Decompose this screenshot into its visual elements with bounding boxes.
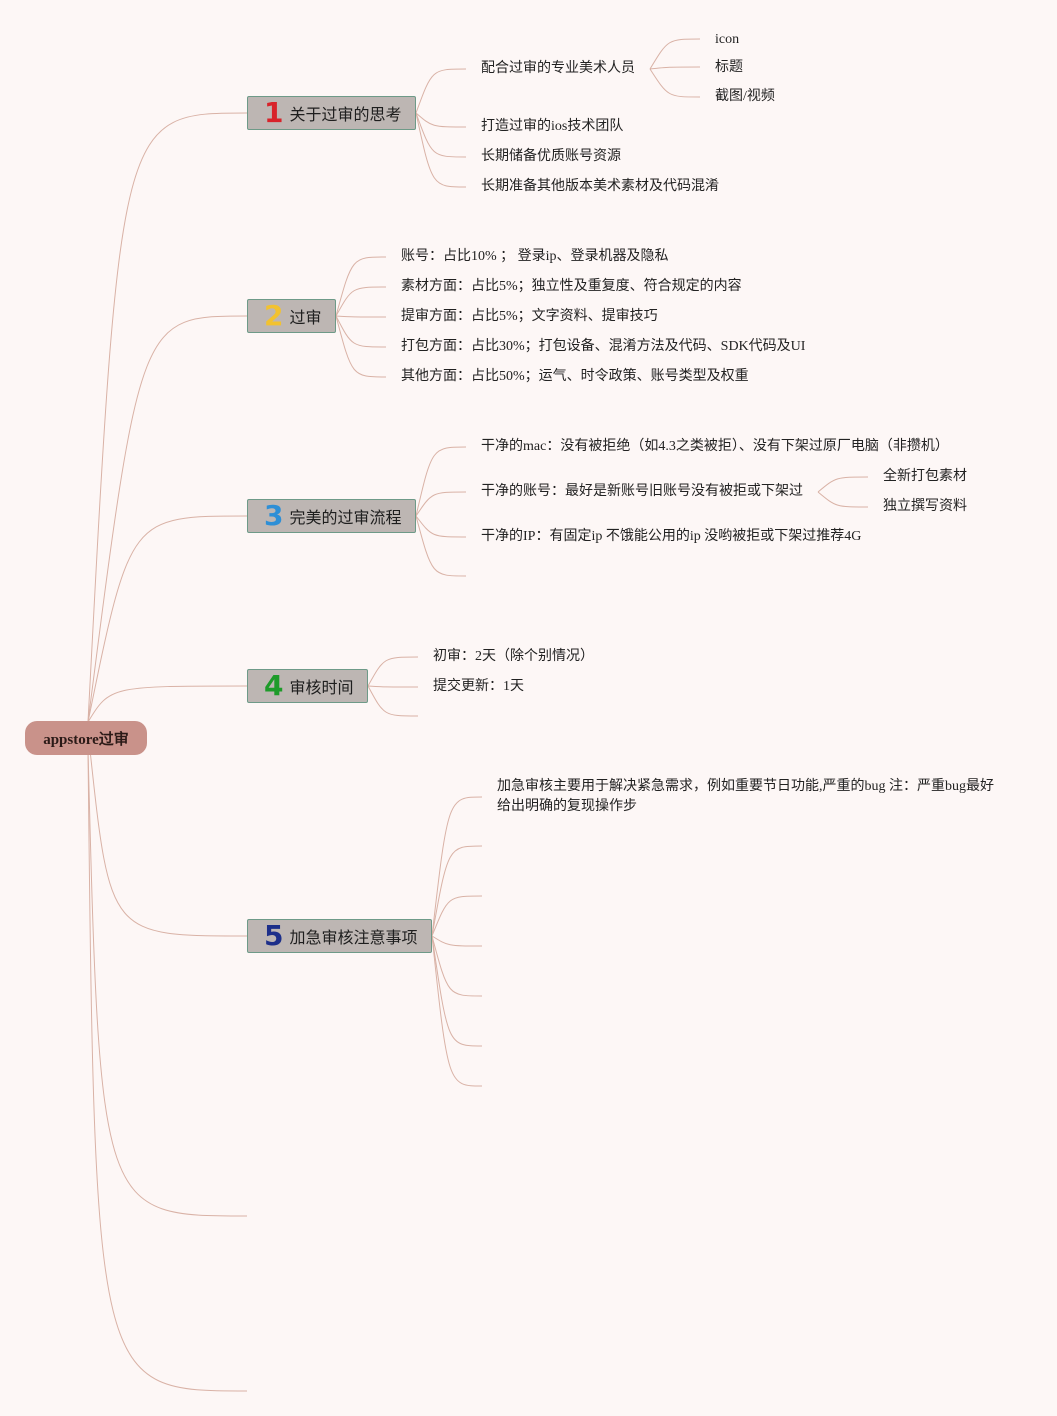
topic-1[interactable]: 1 关于过审的思考: [247, 96, 416, 130]
topic-2-label: 过审: [289, 310, 322, 327]
number-5-icon: 5: [264, 919, 284, 952]
number-3-icon: 3: [264, 499, 284, 532]
number-1-icon: 1: [264, 96, 284, 129]
link-t3-i2: [415, 491, 467, 517]
link-root-branch-7: [87, 749, 248, 1392]
topic-1-item-2[interactable]: 打造过审的ios技术团队: [481, 119, 624, 134]
topic-4-item-2[interactable]: 提交更新：1天: [433, 679, 524, 694]
link-t4-i1: [367, 656, 419, 687]
link-t1-i3: [415, 112, 467, 158]
topic-1-item-1-sub-3[interactable]: 截图/视频: [715, 89, 775, 104]
topic-1-item-1[interactable]: 配合过审的专业美术人员: [481, 61, 635, 76]
link-t4-i2: [367, 685, 419, 688]
topic-2-item-2[interactable]: 素材方面：占比5%；独立性及重复度、符合规定的内容: [401, 279, 742, 294]
link-t2-i1: [335, 256, 387, 317]
link-t2-i2: [335, 286, 387, 317]
link-t1i1-s1: [649, 38, 701, 70]
link-t3-i1: [415, 446, 467, 517]
link-t5-b7: [431, 935, 483, 1087]
link-t1-i2: [415, 112, 467, 128]
link-t3-i4: [415, 515, 467, 577]
link-root-topic-2: [87, 315, 248, 723]
topic-4[interactable]: 4 审核时间: [247, 669, 368, 703]
topic-2-item-5[interactable]: 其他方面：占比50%；运气、时令政策、账号类型及权重: [401, 369, 749, 384]
link-t1-i1: [415, 68, 467, 114]
link-t5-b3: [431, 895, 483, 937]
topic-2-item-4[interactable]: 打包方面：占比30%；打包设备、混淆方法及代码、SDK代码及UI: [401, 339, 806, 354]
link-t1-i4: [415, 112, 467, 188]
link-root-topic-4: [87, 685, 248, 723]
link-t2-i4: [335, 315, 387, 348]
topic-2[interactable]: 2 过审: [247, 299, 336, 333]
link-t5-b4: [431, 935, 483, 947]
link-t5-b5: [431, 935, 483, 997]
link-t3i2-s2: [817, 491, 869, 508]
link-t3-i3: [415, 515, 467, 538]
topic-3-item-2-sub-2[interactable]: 独立撰写资料: [883, 499, 967, 514]
link-t3i2-s1: [817, 476, 869, 493]
link-t1i1-s3: [649, 68, 701, 98]
link-t1i1-s2: [649, 66, 701, 70]
topic-3-item-2[interactable]: 干净的账号：最好是新账号旧账号没有被拒或下架过: [481, 484, 803, 499]
topic-4-label: 审核时间: [289, 680, 354, 697]
link-root-branch-6: [87, 749, 248, 1217]
topic-1-item-3[interactable]: 长期储备优质账号资源: [481, 149, 621, 164]
topic-1-item-1-sub-2[interactable]: 标题: [715, 60, 743, 75]
topic-1-label: 关于过审的思考: [289, 107, 402, 124]
topic-3-label: 完美的过审流程: [289, 510, 402, 527]
topic-3-item-3[interactable]: 干净的IP：有固定ip 不饿能公用的ip 没哟被拒或下架过推荐4G: [481, 529, 862, 544]
root-node[interactable]: appstore过审: [25, 721, 147, 755]
link-t4-i3: [367, 685, 419, 717]
link-root-topic-1: [87, 112, 248, 723]
link-t5-b2: [431, 845, 483, 937]
topic-3-item-1[interactable]: 干净的mac：没有被拒绝（如4.3之类被拒）、没有下架过原厂电脑（非攒机）: [481, 439, 949, 454]
number-2-icon: 2: [264, 299, 284, 332]
topic-2-item-1[interactable]: 账号：占比10% ； 登录ip、登录机器及隐私: [401, 249, 669, 264]
topic-4-item-1[interactable]: 初审：2天（除个别情况）: [433, 649, 594, 664]
link-root-topic-3: [87, 515, 248, 723]
link-t5-b6: [431, 935, 483, 1047]
topic-1-item-4[interactable]: 长期准备其他版本美术素材及代码混淆: [481, 179, 719, 194]
topic-3[interactable]: 3 完美的过审流程: [247, 499, 416, 533]
link-t2-i3: [335, 315, 387, 318]
topic-1-item-1-sub-1[interactable]: icon: [715, 32, 740, 47]
topic-5-label: 加急审核注意事项: [289, 930, 418, 947]
number-4-icon: 4: [264, 669, 284, 702]
topic-3-item-2-sub-1[interactable]: 全新打包素材: [883, 469, 967, 484]
topic-5[interactable]: 5 加急审核注意事项: [247, 919, 432, 953]
link-t2-i5: [335, 315, 387, 378]
topic-2-item-3[interactable]: 提审方面：占比5%；文字资料、提审技巧: [401, 309, 658, 324]
link-root-topic-5: [89, 749, 248, 937]
link-t5-i1: [431, 796, 483, 937]
topic-5-item-1[interactable]: 加急审核主要用于解决紧急需求，例如重要节日功能,严重的bug 注：严重bug最好…: [497, 779, 994, 814]
